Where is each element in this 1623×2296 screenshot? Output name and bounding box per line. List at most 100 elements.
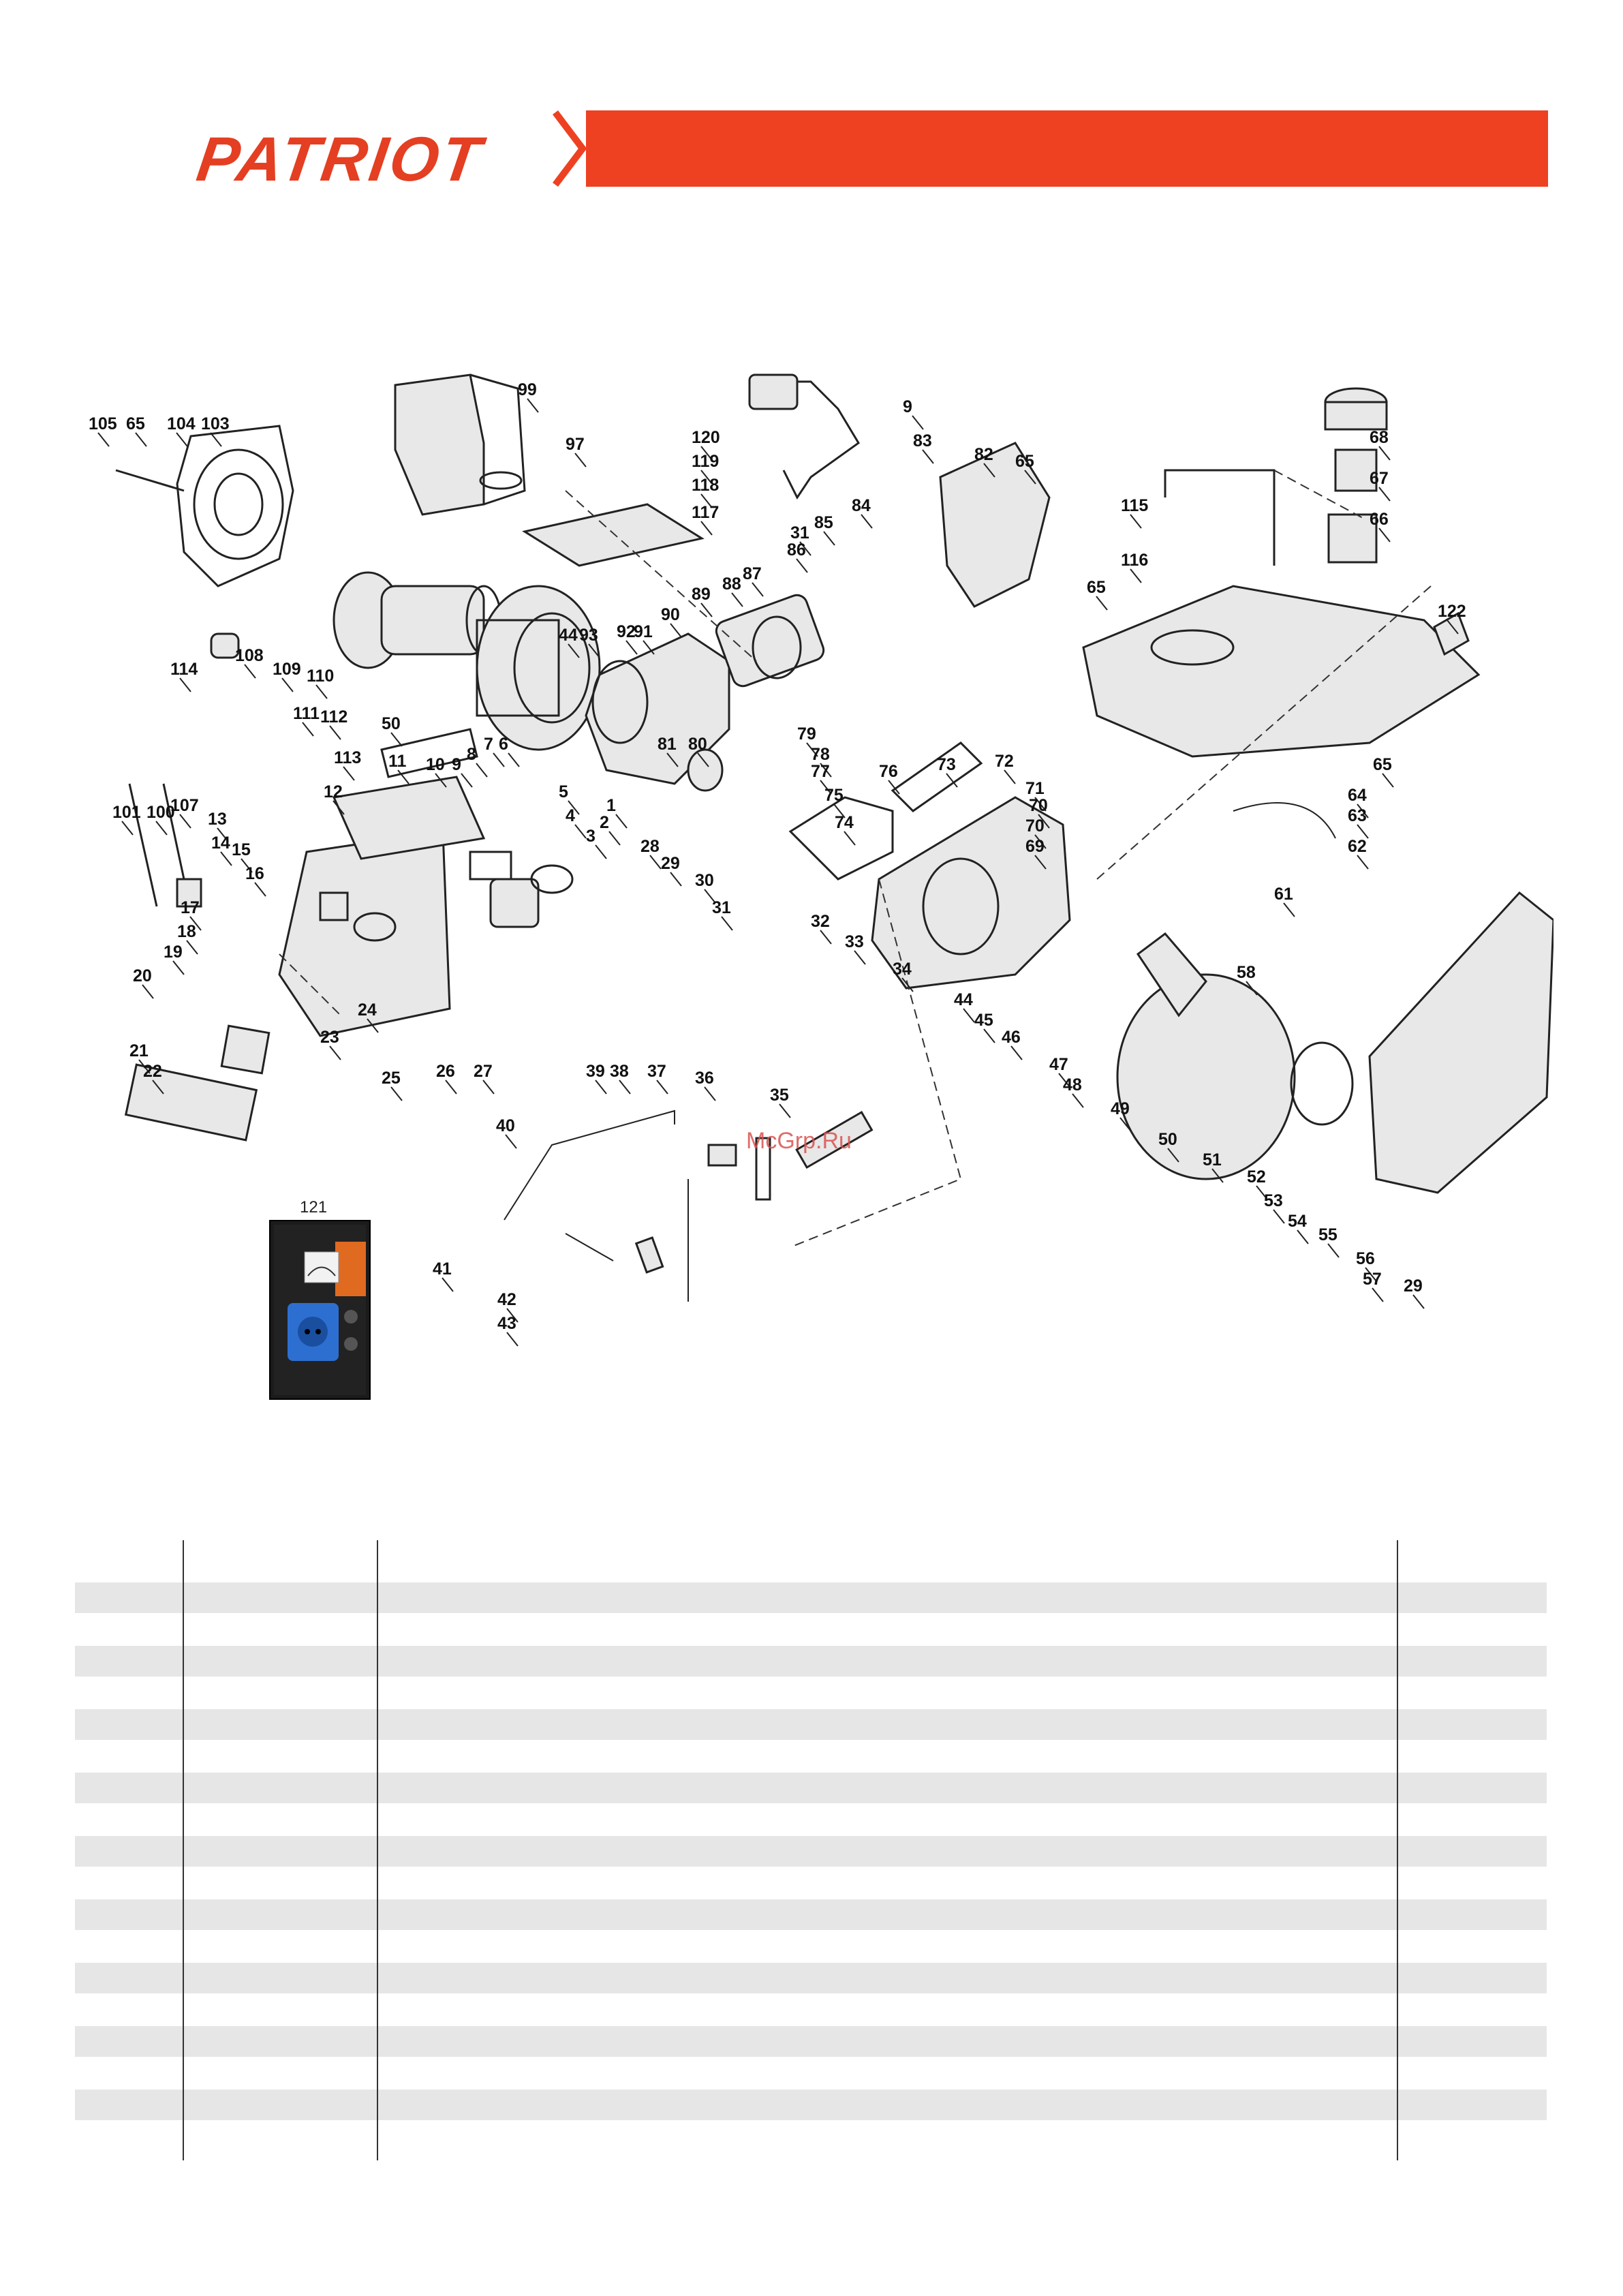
- leader-line: [1058, 1073, 1070, 1088]
- leader-line: [619, 1080, 631, 1095]
- table-row: [75, 1899, 1547, 1930]
- part-number-label: 37: [647, 1062, 666, 1081]
- part-number-label: 32: [811, 912, 830, 931]
- part-number-label: 86: [787, 540, 806, 560]
- part-number-label: 90: [661, 605, 680, 624]
- leader-line: [700, 493, 713, 508]
- part-number-label: 74: [835, 813, 854, 832]
- starter-cover: [1368, 891, 1554, 1194]
- part-number-label: 55: [1318, 1225, 1338, 1244]
- part-number-label: 77: [811, 762, 830, 781]
- table-row: [75, 1963, 1547, 1993]
- part-number-label: 104: [167, 414, 196, 433]
- table-row: [75, 1709, 1547, 1740]
- leader-line: [1256, 1185, 1268, 1200]
- bracket: [755, 1137, 771, 1201]
- gasket: [530, 864, 574, 894]
- leader-line: [643, 640, 655, 655]
- part-number-label: 117: [692, 503, 719, 522]
- leader-line: [922, 449, 934, 464]
- fuel-hose: [1233, 802, 1336, 839]
- leader-line: [833, 803, 846, 818]
- leader-line: [1365, 1267, 1377, 1282]
- part-number-label: 82: [974, 445, 993, 464]
- part-number-label: 83: [913, 431, 932, 450]
- part-number-label: 29: [1404, 1276, 1423, 1296]
- part-number-label: 33: [845, 932, 864, 951]
- leader-line: [983, 463, 995, 478]
- leader-line: [854, 950, 866, 965]
- part-number-label: 92: [617, 622, 636, 641]
- part-number-label: 105: [89, 414, 117, 433]
- leader-line: [700, 446, 713, 461]
- part-number-label: 18: [177, 922, 196, 941]
- part-number-label: 38: [610, 1062, 629, 1081]
- carbon-brush-holder: [380, 728, 478, 778]
- leader-line: [155, 821, 168, 836]
- panel-photo-image: [274, 1225, 366, 1395]
- part-number-label: 26: [436, 1062, 455, 1081]
- leader-line: [1372, 1287, 1384, 1302]
- part-number-label: 12: [324, 782, 343, 801]
- panel-label-plate: [220, 1024, 270, 1075]
- governor-lever: [504, 1109, 675, 1221]
- part-number-label: 107: [170, 796, 199, 815]
- part-number-label: 93: [579, 626, 598, 645]
- table-row: [75, 1582, 1547, 1613]
- leader-line: [1246, 981, 1258, 996]
- leader-line: [568, 800, 580, 815]
- part-number-label: 78: [811, 745, 830, 764]
- part-number-label: 31: [790, 523, 809, 542]
- leader-line: [179, 677, 191, 692]
- leader-line: [844, 831, 856, 846]
- cylinder: [715, 594, 825, 688]
- leader-line: [1034, 797, 1047, 812]
- part-number-label: 27: [474, 1062, 493, 1081]
- leader-line: [1034, 855, 1047, 870]
- crankcase: [585, 632, 730, 785]
- part-number-label: 20: [133, 966, 152, 985]
- leader-line: [176, 432, 188, 447]
- leader-line: [796, 558, 808, 573]
- part-number-label: 13: [208, 810, 227, 829]
- part-number-label: 99: [518, 380, 537, 399]
- part-number-label: 72: [995, 752, 1014, 771]
- stator-assembly: [476, 585, 601, 751]
- leader-line: [461, 773, 473, 788]
- leader-line: [1447, 619, 1459, 634]
- leader-line: [442, 1277, 454, 1292]
- part-number-label: 66: [1370, 510, 1389, 529]
- part-number-label: 1: [606, 796, 616, 815]
- leader-line: [1034, 834, 1047, 849]
- leader-line: [799, 541, 812, 556]
- leader-line: [172, 960, 185, 975]
- leader-line: [186, 940, 198, 955]
- leader-line: [912, 415, 924, 430]
- part-number-label: 61: [1274, 885, 1293, 904]
- rear-end-cover: [115, 425, 294, 587]
- part-number-label: 25: [382, 1069, 401, 1088]
- front-cover-plate: [124, 1063, 258, 1142]
- part-number-label: 41: [433, 1259, 452, 1279]
- part-number-label: 22: [143, 1062, 162, 1081]
- wire-cable: [128, 783, 185, 907]
- part-number-label: 76: [879, 762, 898, 781]
- ignition-module: [1136, 932, 1207, 1017]
- leader-line: [1130, 568, 1142, 583]
- part-number-label: 9: [452, 755, 461, 774]
- part-number-label: 15: [232, 840, 251, 859]
- leader-line: [697, 752, 709, 767]
- part-number-label: 53: [1264, 1191, 1283, 1210]
- leader-line: [1357, 824, 1369, 839]
- leader-line: [482, 1080, 495, 1095]
- leader-line: [493, 752, 505, 767]
- rotor-assembly: [333, 571, 502, 669]
- crankshaft: [788, 796, 894, 881]
- leader-line: [704, 1086, 716, 1101]
- leader-line: [588, 643, 600, 658]
- leader-line: [752, 582, 764, 597]
- part-number-label: 5: [559, 782, 568, 801]
- table-row: [75, 1773, 1547, 1803]
- leader-line: [210, 432, 222, 447]
